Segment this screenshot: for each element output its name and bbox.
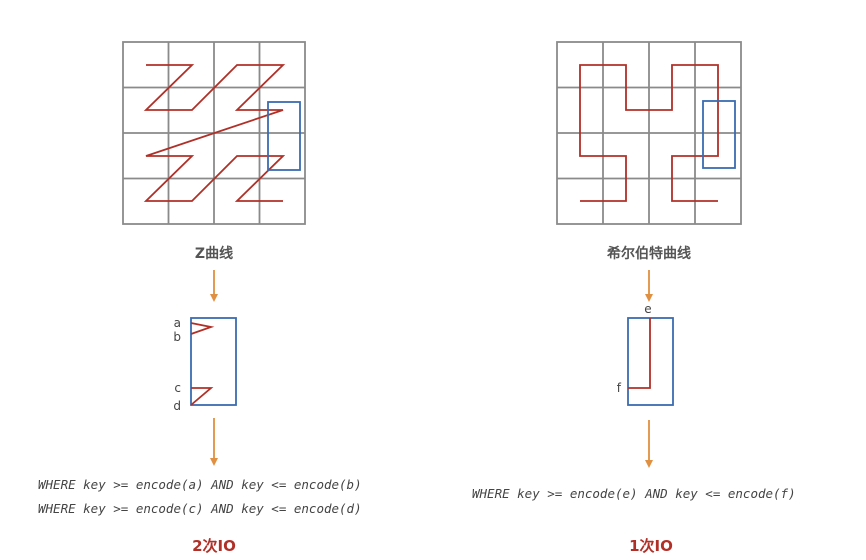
hilbert-curve-grid <box>556 41 742 225</box>
hilbert-curve-path <box>579 64 719 202</box>
z-curve-range-detail: a b c d <box>173 316 237 413</box>
hilbert-curve-panel: 希尔伯特曲线 e f WHERE key >= encode(e) AND ke… <box>472 41 796 555</box>
z-query-2: WHERE key >= encode(c) AND key <= encode… <box>38 501 362 516</box>
hilbert-curve-range-detail: e f <box>617 302 674 406</box>
hilbert-detail-segment-ef <box>628 318 651 389</box>
z-curve-title: Z曲线 <box>195 245 233 262</box>
hilbert-curve-query-window <box>702 100 736 169</box>
point-label-c: c <box>174 381 181 395</box>
z-query-1: WHERE key >= encode(a) AND key <= encode… <box>38 477 362 492</box>
point-label-d: d <box>173 399 181 413</box>
z-curve-query-window <box>267 101 301 171</box>
hilbert-query-1: WHERE key >= encode(e) AND key <= encode… <box>472 486 796 501</box>
z-curve-panel: Z曲线 a b c d WHERE key >= encode(a) AND k… <box>38 41 362 555</box>
point-label-f: f <box>617 381 622 395</box>
point-label-e: e <box>644 302 651 316</box>
z-io-count: 2次IO <box>192 537 236 555</box>
hilbert-curve-title: 希尔伯特曲线 <box>607 245 691 262</box>
z-curve-path <box>143 64 286 202</box>
z-detail-query-box <box>190 317 237 406</box>
z-detail-segment-ab <box>190 322 215 335</box>
point-label-b: b <box>173 330 181 344</box>
point-label-a: a <box>174 316 181 330</box>
z-curve-grid <box>122 41 306 225</box>
z-detail-segment-cd <box>190 387 214 406</box>
hilbert-io-count: 1次IO <box>629 537 673 555</box>
